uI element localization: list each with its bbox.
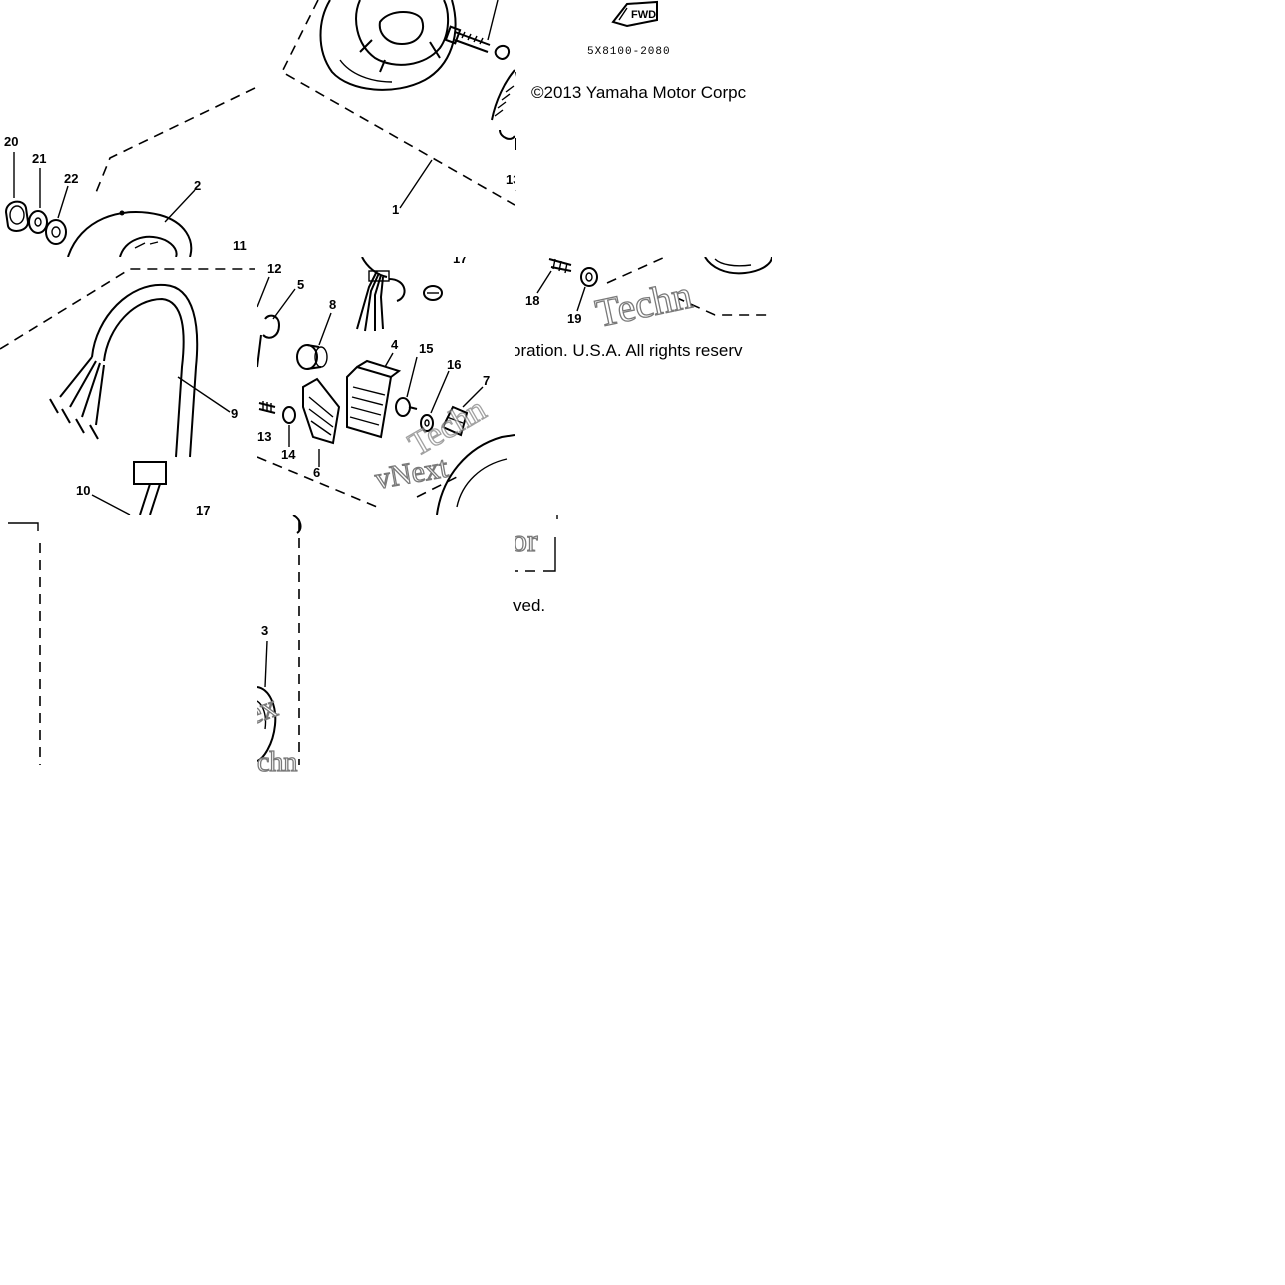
callout-13: 13 [257,429,271,444]
collar-icon [257,314,281,368]
fwd-tag-drawing: FWD 5X8100-2080 [515,0,671,192]
flywheel-icon [319,0,457,91]
lock-washer-icon [45,219,67,245]
flywheel-drawing: 1 13 2 [4,0,515,257]
callout-17-lower: 17 [196,503,210,515]
fwd-label: FWD [631,9,656,21]
screw-15-icon [395,397,418,417]
rectifier-icon [302,377,341,445]
callout-9: 9 [231,406,238,421]
pin-icon [548,258,572,274]
callout-18: 18 [525,293,539,308]
nut-icon [4,200,30,232]
callout-17-upper: 17 [453,257,467,266]
callout-2: 2 [194,178,201,193]
stator-drawing: 3 ex chn [257,515,302,773]
callout-19: 19 [567,311,581,326]
corner-drawing: or [515,515,558,572]
watermark-next-a: vNext [372,451,451,496]
grommet-icon [441,405,469,437]
callout-14: 14 [281,447,296,462]
washer-icon [28,210,48,234]
callout-16: 16 [447,357,461,372]
tile-stator: 3 ex chn [257,515,305,773]
callout-6: 6 [313,465,320,480]
callout-7: 7 [483,373,490,388]
washer-16-icon [420,414,434,432]
frame-drawing-left [8,522,41,765]
lead-wire-icon [356,257,406,332]
watermark-tech-a: Techn [403,391,493,464]
bolt-icon [444,0,499,53]
bolt-13-icon [258,401,276,414]
nut-14-icon [282,406,296,424]
screw-icon [423,285,443,301]
callout-20: 20 [4,134,18,149]
pin-drawing: 18 19 Techn [525,257,772,336]
callout-5: 5 [297,277,304,292]
tile-fragment-corner: or [515,515,563,577]
callout-1: 1 [392,202,399,217]
nut-19-icon [580,267,598,287]
callout-22: 22 [64,171,78,186]
callout-10: 10 [76,483,90,498]
copyright-line-1: ©2013 Yamaha Motor Corpc [531,83,747,102]
tile-copyright-middle: 18 19 Techn oration. U.S.A. All rights r… [515,257,772,515]
tile-harness: 9 10 17 11 [0,257,257,515]
regulator-icon [346,359,402,439]
copyright-line-3: ved. [513,596,546,615]
rotor-icon [67,210,193,257]
callout-4: 4 [391,337,399,352]
callout-15: 15 [419,341,433,356]
copyright-line-2: oration. U.S.A. All rights reserv [515,341,743,360]
callout-3: 3 [261,623,268,638]
callout-11-top: 11 [233,238,247,253]
pickup-coil-icon [491,69,515,140]
spacer-icon [296,344,328,370]
callout-11-label: 11 [234,257,248,258]
callout-21: 21 [32,151,46,166]
regulator-drawing: 17 12 5 8 4 [257,257,515,515]
harness-drawing: 9 10 17 [0,268,255,515]
fwd-arrow-icon: FWD [611,0,658,28]
callout-12: 12 [267,261,281,276]
callout-8: 8 [329,297,336,312]
callout-13-fragment: 13 [506,172,515,187]
wire-harness-icon [49,283,231,515]
watermark-tech-b: Techn [592,272,696,336]
watermark-frag-b: chn [257,747,297,773]
tile-flywheel: 1 13 2 [0,0,515,257]
tile-frame-left [0,515,257,773]
stator-icon [257,686,277,762]
watermark-frag-c: or [515,522,538,558]
tile-regulator: 17 12 5 8 4 [257,257,515,515]
diagram-code: 5X8100-2080 [587,46,671,58]
tile-copyright-top: FWD 5X8100-2080 ©2013 Yamaha Motor Corpc [515,0,772,257]
watermark-frag-a: ex [257,687,282,731]
